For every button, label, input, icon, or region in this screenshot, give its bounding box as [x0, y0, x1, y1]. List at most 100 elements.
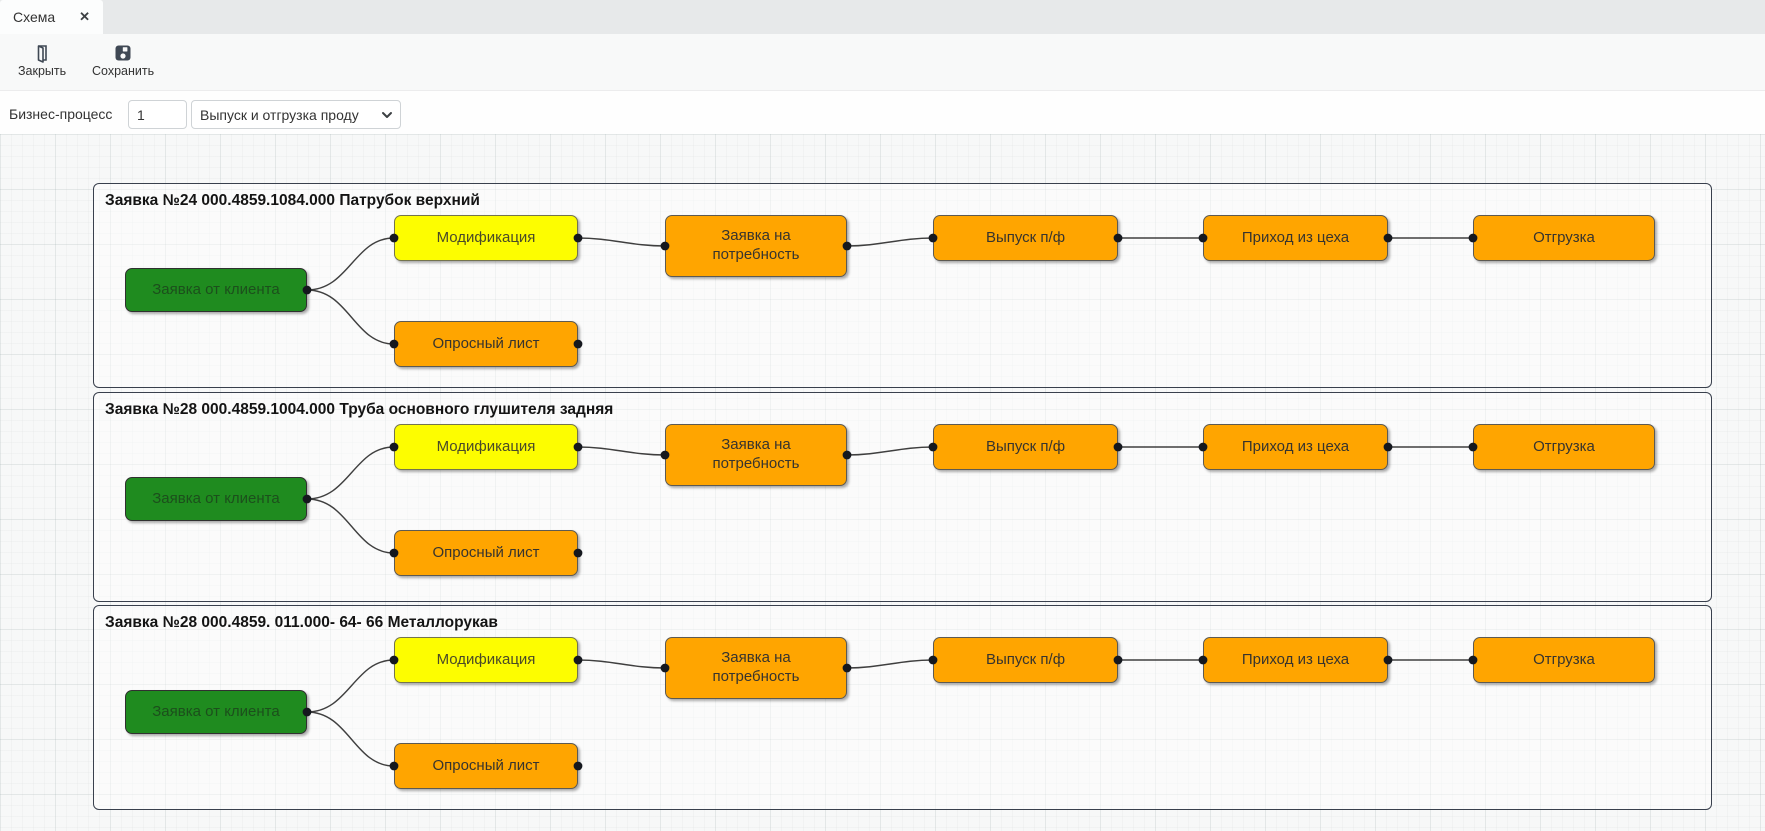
connection-point-dot[interactable]: [389, 233, 399, 243]
floppy-icon: [113, 43, 133, 63]
node-survey-sheet[interactable]: Опросный лист: [394, 743, 578, 789]
connection-point-dot[interactable]: [1383, 655, 1393, 665]
node-workshop-receipt[interactable]: Приход из цеха: [1203, 424, 1388, 470]
node-client-request[interactable]: Заявка от клиента: [125, 477, 307, 521]
node-label: Заявка на потребность: [712, 436, 800, 472]
node-label: Заявка от клиента: [152, 280, 280, 298]
connection-point-dot[interactable]: [842, 663, 852, 673]
node-modification[interactable]: Модификация: [394, 424, 578, 470]
connector-edge[interactable]: [577, 446, 666, 456]
node-semi-finished-output[interactable]: Выпуск п/ф: [933, 424, 1118, 470]
node-label: Модификация: [436, 437, 536, 455]
node-demand-request[interactable]: Заявка на потребность: [665, 215, 847, 277]
connection-point-dot[interactable]: [389, 442, 399, 452]
tab-bar: Схема ✕: [0, 0, 1765, 34]
connection-point-dot[interactable]: [842, 450, 852, 460]
connection-point-dot[interactable]: [1383, 233, 1393, 243]
flow-group[interactable]: Заявка №28 000.4859. 011.000- 64- 66 Мет…: [93, 605, 1712, 810]
node-label: Опросный лист: [432, 543, 540, 561]
node-modification[interactable]: Модификация: [394, 637, 578, 683]
connector-edge[interactable]: [306, 237, 395, 291]
connector-edge[interactable]: [846, 237, 934, 247]
connector-edge[interactable]: [306, 711, 395, 767]
node-survey-sheet[interactable]: Опросный лист: [394, 530, 578, 576]
node-workshop-receipt[interactable]: Приход из цеха: [1203, 215, 1388, 261]
node-label: Заявка на потребность: [712, 649, 800, 685]
node-shipment[interactable]: Отгрузка: [1473, 424, 1655, 470]
flow-group[interactable]: Заявка №28 000.4859.1004.000 Труба основ…: [93, 392, 1712, 602]
connection-point-dot[interactable]: [1383, 442, 1393, 452]
connector-edge[interactable]: [306, 289, 395, 345]
connection-point-dot[interactable]: [928, 442, 938, 452]
connection-point-dot[interactable]: [573, 233, 583, 243]
connection-point-dot[interactable]: [389, 548, 399, 558]
connection-point-dot[interactable]: [660, 663, 670, 673]
connection-point-dot[interactable]: [573, 442, 583, 452]
node-label: Отгрузка: [1533, 650, 1595, 668]
connection-point-dot[interactable]: [302, 494, 312, 504]
connection-point-dot[interactable]: [1468, 233, 1478, 243]
node-modification[interactable]: Модификация: [394, 215, 578, 261]
connector-edge[interactable]: [846, 659, 934, 669]
connection-point-dot[interactable]: [1113, 233, 1123, 243]
connector-edge[interactable]: [306, 498, 395, 554]
connection-point-dot[interactable]: [1468, 442, 1478, 452]
chevron-down-icon[interactable]: [374, 107, 400, 123]
connector-edge[interactable]: [306, 446, 395, 500]
business-process-number-input[interactable]: [128, 100, 187, 129]
connection-point-dot[interactable]: [660, 450, 670, 460]
connection-point-dot[interactable]: [660, 241, 670, 251]
connection-point-dot[interactable]: [573, 339, 583, 349]
connection-point-dot[interactable]: [302, 707, 312, 717]
connection-point-dot[interactable]: [1468, 655, 1478, 665]
tab-title: Схема: [13, 9, 56, 25]
connector-edge[interactable]: [846, 446, 934, 456]
connection-point-dot[interactable]: [842, 241, 852, 251]
node-label: Выпуск п/ф: [985, 650, 1066, 668]
group-title: Заявка №24 000.4859.1084.000 Патрубок ве…: [105, 192, 480, 209]
connection-point-dot[interactable]: [1198, 233, 1208, 243]
business-process-select[interactable]: Выпуск и отгрузка проду: [191, 100, 401, 129]
node-label: Заявка от клиента: [152, 702, 280, 720]
node-label: Выпуск п/ф: [985, 437, 1066, 455]
node-client-request[interactable]: Заявка от клиента: [125, 268, 307, 312]
node-client-request[interactable]: Заявка от клиента: [125, 690, 307, 734]
node-shipment[interactable]: Отгрузка: [1473, 215, 1655, 261]
node-semi-finished-output[interactable]: Выпуск п/ф: [933, 215, 1118, 261]
connection-point-dot[interactable]: [928, 655, 938, 665]
node-label: Приход из цеха: [1241, 228, 1350, 246]
business-process-label: Бизнес-процесс: [9, 106, 113, 122]
connection-point-dot[interactable]: [1198, 655, 1208, 665]
node-survey-sheet[interactable]: Опросный лист: [394, 321, 578, 367]
node-demand-request[interactable]: Заявка на потребность: [665, 637, 847, 699]
connection-point-dot[interactable]: [1113, 442, 1123, 452]
diagram-canvas[interactable]: Заявка №24 000.4859.1084.000 Патрубок ве…: [0, 134, 1765, 831]
tab-shema[interactable]: Схема ✕: [0, 0, 103, 34]
node-shipment[interactable]: Отгрузка: [1473, 637, 1655, 683]
connection-point-dot[interactable]: [573, 761, 583, 771]
close-button[interactable]: Закрыть: [12, 39, 72, 82]
connector-layer: [302, 442, 1478, 558]
connection-point-dot[interactable]: [389, 761, 399, 771]
connector-edge[interactable]: [577, 237, 666, 247]
connection-point-dot[interactable]: [573, 548, 583, 558]
business-process-row: Бизнес-процесс Выпуск и отгрузка проду: [0, 91, 1765, 134]
node-demand-request[interactable]: Заявка на потребность: [665, 424, 847, 486]
connector-edge[interactable]: [306, 659, 395, 713]
node-workshop-receipt[interactable]: Приход из цеха: [1203, 637, 1388, 683]
connector-layer: [302, 655, 1478, 771]
connection-point-dot[interactable]: [928, 233, 938, 243]
connection-point-dot[interactable]: [1198, 442, 1208, 452]
save-button[interactable]: Сохранить: [86, 39, 160, 82]
connection-point-dot[interactable]: [1113, 655, 1123, 665]
flow-group[interactable]: Заявка №24 000.4859.1084.000 Патрубок ве…: [93, 183, 1712, 388]
business-process-select-value: Выпуск и отгрузка проду: [200, 106, 359, 123]
node-semi-finished-output[interactable]: Выпуск п/ф: [933, 637, 1118, 683]
close-tab-icon[interactable]: ✕: [79, 9, 90, 24]
node-label: Отгрузка: [1533, 228, 1595, 246]
connection-point-dot[interactable]: [573, 655, 583, 665]
connection-point-dot[interactable]: [302, 285, 312, 295]
connection-point-dot[interactable]: [389, 655, 399, 665]
connector-edge[interactable]: [577, 659, 666, 669]
connection-point-dot[interactable]: [389, 339, 399, 349]
